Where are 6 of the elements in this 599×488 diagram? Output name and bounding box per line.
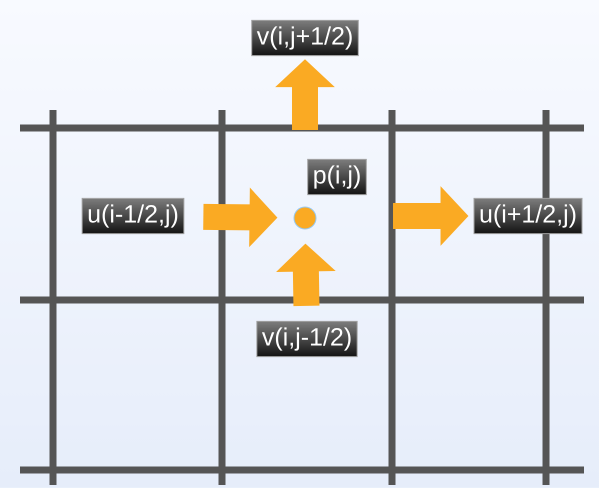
- label-box: v(i,j+1/2): [251, 20, 359, 56]
- label-box: v(i,j-1/2): [256, 320, 358, 358]
- grid-point: [294, 206, 316, 230]
- label-box: u(i-1/2,j): [82, 198, 184, 234]
- label-box: p(i,j): [307, 158, 367, 196]
- label-box: u(i+1/2,j): [474, 198, 582, 234]
